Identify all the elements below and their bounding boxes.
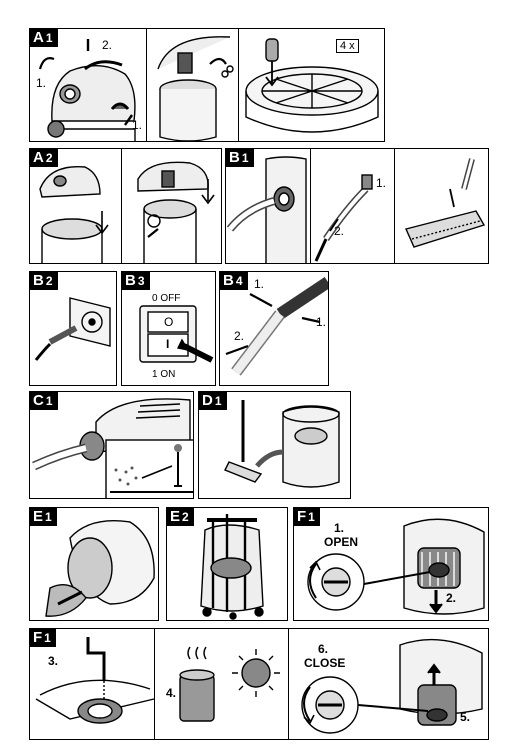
filter-cleaning-illustration <box>30 629 489 740</box>
off-label: 0 OFF <box>152 292 180 305</box>
hose-attachment-illustration <box>226 149 489 264</box>
container-assembly-illustration <box>30 149 222 264</box>
vacuum-lid-illustration <box>30 29 385 142</box>
filter-removal-illustration <box>294 508 489 621</box>
quantity-badge: 4 x <box>336 39 359 53</box>
open-label: OPEN <box>324 536 358 549</box>
switch-on-position[interactable]: I <box>166 338 169 351</box>
switch-off-position[interactable]: O <box>164 316 173 329</box>
on-label: 1 ON <box>152 368 175 381</box>
close-label: CLOSE <box>304 657 345 670</box>
